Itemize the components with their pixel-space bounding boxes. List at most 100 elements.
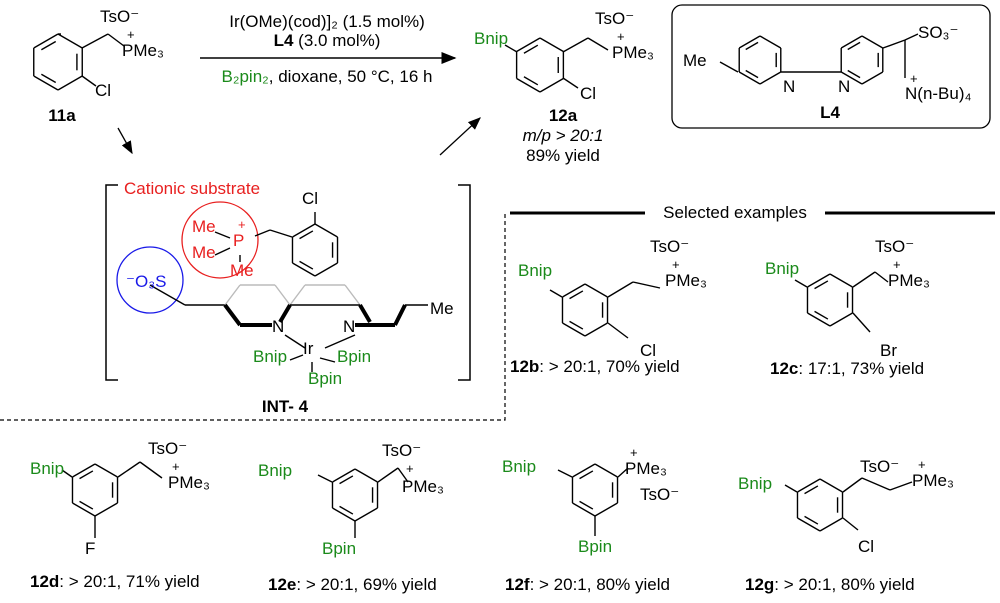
example-substituent: Br	[880, 341, 897, 360]
example-bnip: Bnip	[518, 261, 553, 280]
bond	[94, 502, 118, 517]
bond	[223, 303, 242, 327]
product-substituent: Cl	[580, 84, 597, 103]
bond	[79, 470, 94, 480]
example-substituent: Bpin	[578, 537, 613, 556]
bond	[829, 312, 853, 327]
int-me1: Me	[192, 217, 216, 236]
example-charge: +	[630, 445, 638, 460]
bond	[274, 284, 291, 306]
bond	[339, 505, 354, 515]
bond	[516, 77, 541, 93]
bond	[607, 281, 634, 298]
bond	[889, 481, 913, 491]
product-selectivity: m/p > 20:1	[522, 126, 604, 145]
int-methyl: Me	[430, 299, 454, 318]
arrow-to-intermediate	[117, 127, 133, 155]
bonds	[33, 33, 919, 538]
example-charge: +	[918, 457, 926, 472]
bond	[289, 354, 304, 361]
example-cation: PMe₃	[665, 271, 707, 290]
bond	[79, 500, 94, 510]
example-counterion: TsO⁻	[382, 441, 422, 460]
bond	[804, 485, 819, 495]
bond	[539, 77, 564, 93]
bond	[299, 230, 314, 240]
example-label: 12e: > 20:1, 69% yield	[268, 576, 437, 593]
ligand-methyl: Me	[683, 51, 707, 70]
example-label: 12c: 17:1, 73% yield	[770, 360, 924, 377]
product-cation: PMe₃	[612, 43, 654, 62]
example-counterion: TsO⁻	[875, 237, 915, 256]
bond	[33, 75, 59, 91]
bond	[617, 467, 629, 478]
bond	[579, 500, 594, 510]
bond	[358, 303, 372, 324]
bond	[745, 69, 759, 79]
bond	[299, 260, 314, 270]
substrate-charge: +	[127, 27, 135, 42]
bond	[57, 75, 83, 91]
bond	[332, 507, 356, 522]
ligand-box	[671, 4, 991, 129]
bond	[278, 303, 292, 324]
ligand-n1: N	[783, 77, 796, 96]
bond	[562, 322, 586, 337]
bond	[354, 468, 378, 483]
ligand-cation: N(n-Bu)₄	[905, 84, 972, 103]
bond	[33, 33, 59, 49]
bond	[516, 37, 541, 53]
intermediate-title: Cationic substrate	[124, 179, 261, 198]
anion-highlight-circle	[116, 246, 184, 314]
bond	[607, 322, 629, 339]
bond	[852, 312, 871, 333]
ligand-label: L4	[820, 103, 840, 122]
int-bnip: Bnip	[253, 347, 288, 366]
bond	[332, 468, 356, 483]
bond	[254, 229, 271, 237]
bond	[317, 474, 333, 483]
bond	[72, 463, 96, 478]
int-charge: +	[238, 217, 246, 232]
substrate-cation: PMe₃	[122, 41, 164, 60]
bond	[149, 284, 186, 306]
example-label: 12f: > 20:1, 80% yield	[505, 576, 670, 593]
example-substituent: Bpin	[322, 539, 357, 558]
bond	[314, 262, 338, 277]
bond	[861, 71, 884, 85]
int-bpin2: Bpin	[308, 369, 343, 388]
example-label: 12b: > 20:1, 70% yield	[510, 358, 680, 375]
bond	[794, 279, 808, 288]
bond	[842, 477, 863, 493]
bond	[344, 284, 361, 306]
int-cl: Cl	[302, 189, 319, 208]
example-result: : > 20:1, 69% yield	[296, 575, 437, 594]
bond	[594, 502, 618, 517]
example-counterion: TsO⁻	[148, 439, 188, 458]
bond	[847, 41, 861, 51]
substrate-substituent: Cl	[95, 81, 112, 100]
example-cation: PMe₃	[625, 459, 667, 478]
example-bnip: Bnip	[258, 461, 293, 480]
bond	[819, 478, 843, 493]
bond	[284, 334, 306, 349]
bond	[214, 231, 231, 239]
cation-highlight-circle	[181, 201, 259, 279]
int-me2: Me	[192, 243, 216, 262]
catalyst-text: Ir(OMe)(cod)]₂ (1.5 mol%)	[229, 12, 425, 31]
bond	[81, 75, 97, 87]
bond	[562, 283, 586, 298]
bond	[289, 284, 306, 306]
bond	[397, 467, 409, 483]
example-counterion: TsO⁻	[860, 457, 900, 476]
example-charge: +	[893, 257, 901, 272]
arrow-to-product	[439, 117, 481, 156]
ligand-loading: L4 (3.0 mol%)	[274, 32, 381, 49]
bond	[314, 223, 338, 238]
example-substituent: Cl	[858, 537, 875, 556]
bond	[72, 502, 96, 517]
product-bnip: Bnip	[474, 29, 509, 48]
bond	[719, 61, 739, 73]
example-bnip: Bnip	[738, 474, 773, 493]
